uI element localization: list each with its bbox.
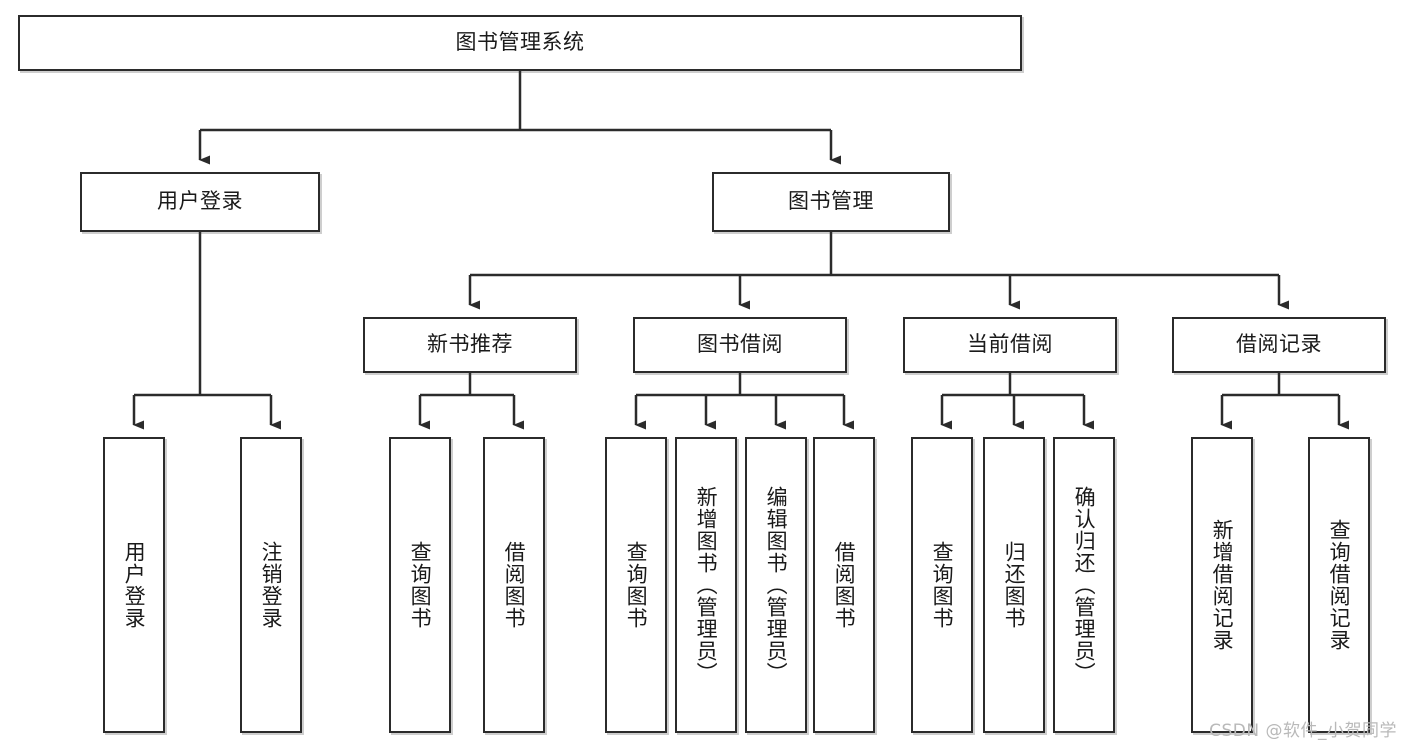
node-leaf-return-book[interactable]: 归还图书 bbox=[983, 437, 1045, 733]
node-leaf-query-book-3[interactable]: 查询图书 bbox=[911, 437, 973, 733]
node-label-current-borrow: 当前借阅 bbox=[967, 332, 1053, 357]
node-label-leaf-add-record: 新增借阅记录 bbox=[1210, 519, 1235, 651]
node-label-leaf-confirm-return: 确认归还（管理员） bbox=[1072, 486, 1097, 684]
node-leaf-borrow-book-1[interactable]: 借阅图书 bbox=[483, 437, 545, 733]
node-book-borrow[interactable]: 图书借阅 bbox=[633, 317, 847, 373]
node-label-new-book-rec: 新书推荐 bbox=[427, 332, 513, 357]
node-label-book-manage: 图书管理 bbox=[788, 189, 874, 214]
node-label-root: 图书管理系统 bbox=[455, 30, 585, 55]
node-root[interactable]: 图书管理系统 bbox=[18, 15, 1022, 71]
edges-group bbox=[132, 71, 1349, 430]
node-leaf-query-book-1[interactable]: 查询图书 bbox=[389, 437, 451, 733]
node-leaf-add-record[interactable]: 新增借阅记录 bbox=[1191, 437, 1253, 733]
node-leaf-add-book[interactable]: 新增图书（管理员） bbox=[675, 437, 737, 733]
node-label-leaf-add-book: 新增图书（管理员） bbox=[694, 486, 719, 684]
node-label-leaf-user-login: 用户登录 bbox=[122, 541, 147, 629]
node-leaf-user-logout[interactable]: 注销登录 bbox=[240, 437, 302, 733]
node-leaf-confirm-return[interactable]: 确认归还（管理员） bbox=[1053, 437, 1115, 733]
node-label-user-login: 用户登录 bbox=[157, 189, 243, 214]
node-leaf-edit-book[interactable]: 编辑图书（管理员） bbox=[745, 437, 807, 733]
node-user-login[interactable]: 用户登录 bbox=[80, 172, 320, 232]
node-label-leaf-borrow-book-2: 借阅图书 bbox=[832, 541, 857, 629]
node-label-leaf-return-book: 归还图书 bbox=[1002, 541, 1027, 629]
node-label-leaf-query-record: 查询借阅记录 bbox=[1327, 519, 1352, 651]
node-leaf-user-login[interactable]: 用户登录 bbox=[103, 437, 165, 733]
node-label-leaf-query-book-2: 查询图书 bbox=[624, 541, 649, 629]
node-leaf-query-record[interactable]: 查询借阅记录 bbox=[1308, 437, 1370, 733]
node-label-leaf-borrow-book-1: 借阅图书 bbox=[502, 541, 527, 629]
node-borrow-record[interactable]: 借阅记录 bbox=[1172, 317, 1386, 373]
node-current-borrow[interactable]: 当前借阅 bbox=[903, 317, 1117, 373]
node-label-borrow-record: 借阅记录 bbox=[1236, 332, 1322, 357]
csdn-watermark: CSDN @软件_小贺同学 bbox=[1209, 721, 1397, 741]
node-label-leaf-edit-book: 编辑图书（管理员） bbox=[764, 486, 789, 684]
node-label-book-borrow: 图书借阅 bbox=[697, 332, 783, 357]
node-label-leaf-query-book-3: 查询图书 bbox=[930, 541, 955, 629]
node-new-book-rec[interactable]: 新书推荐 bbox=[363, 317, 577, 373]
node-label-leaf-query-book-1: 查询图书 bbox=[408, 541, 433, 629]
node-leaf-borrow-book-2[interactable]: 借阅图书 bbox=[813, 437, 875, 733]
node-label-leaf-user-logout: 注销登录 bbox=[259, 541, 284, 629]
node-leaf-query-book-2[interactable]: 查询图书 bbox=[605, 437, 667, 733]
node-book-manage[interactable]: 图书管理 bbox=[712, 172, 950, 232]
